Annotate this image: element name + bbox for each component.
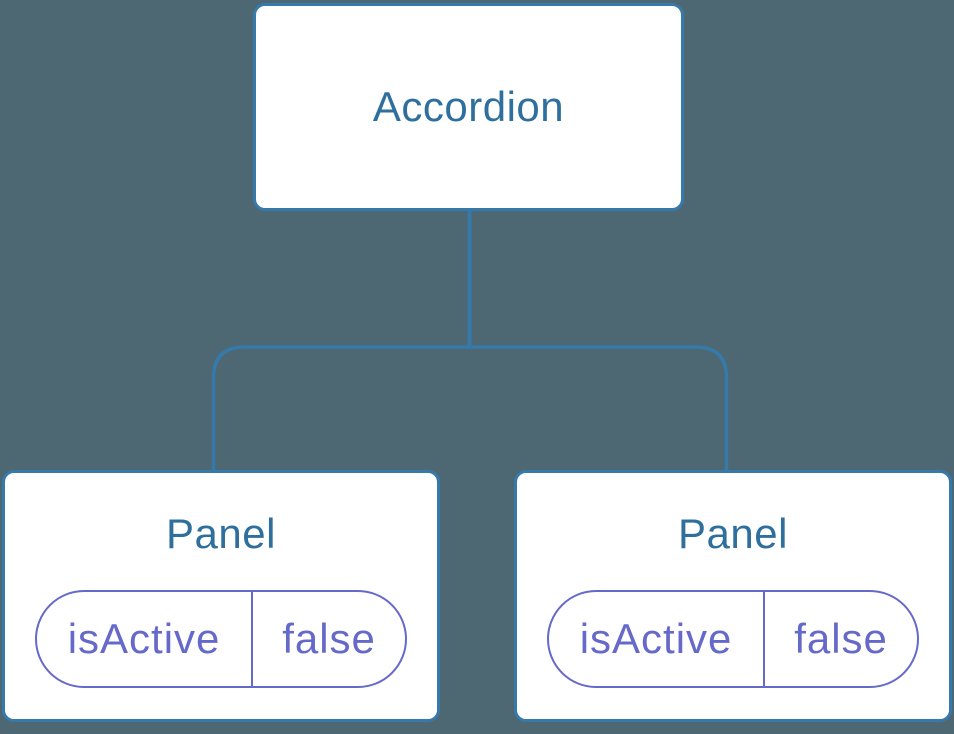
connector-branch-bracket (211, 345, 729, 472)
state-key-label: isActive (67, 615, 221, 662)
accordion-node-label: Accordion (372, 82, 565, 130)
panel-node-label: Panel (678, 510, 788, 557)
state-key-label: isActive (579, 615, 733, 662)
accordion-node: Accordion (253, 3, 684, 211)
state-value-label: false (763, 592, 917, 686)
panel-node-left: Panel isActive false (2, 470, 440, 722)
state-value-label: false (251, 592, 405, 686)
state-pill: isActive false (547, 590, 919, 688)
state-pill: isActive false (35, 590, 407, 688)
panel-node-label: Panel (166, 510, 276, 557)
panel-node-right: Panel isActive false (514, 470, 952, 722)
